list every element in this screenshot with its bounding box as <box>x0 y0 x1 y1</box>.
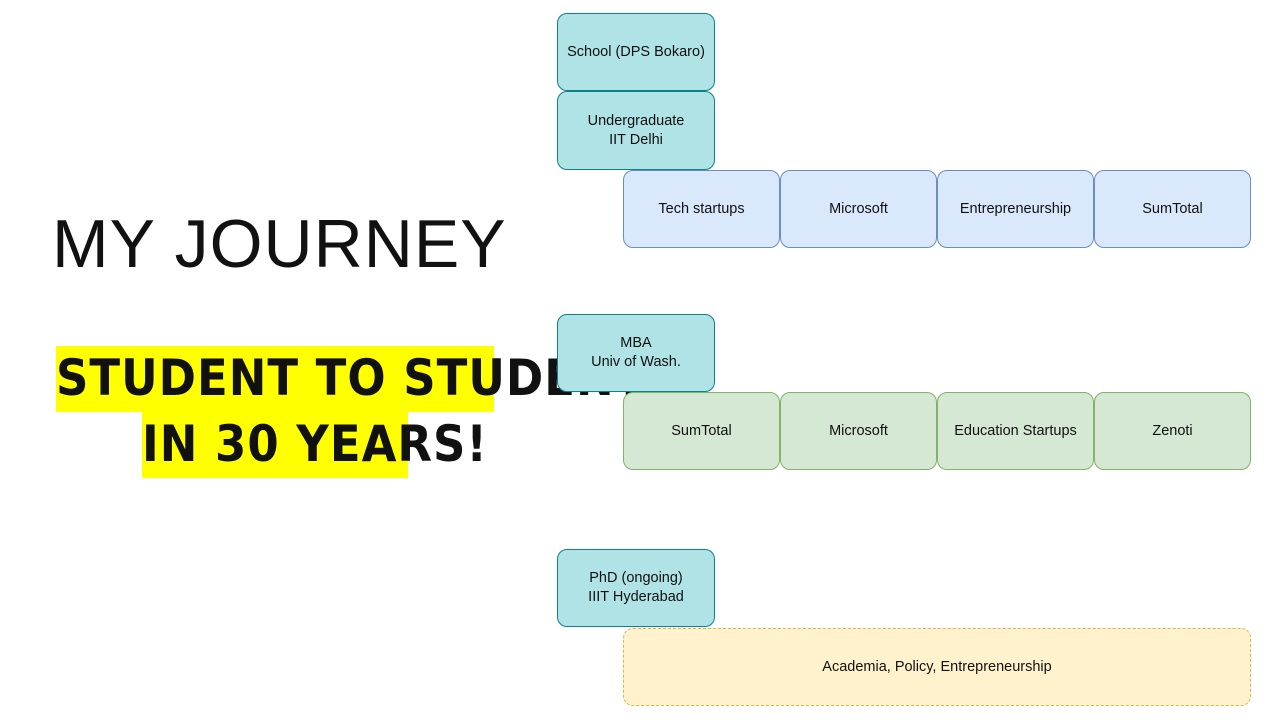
career1-item-3: Entrepreneurship <box>937 170 1094 248</box>
career2-item-4: Zenoti <box>1094 392 1251 470</box>
subtitle-line-2: IN 30 YEARS! <box>142 412 487 478</box>
phd-node: PhD (ongoing) IIIT Hyderabad <box>557 549 715 627</box>
career1-item-1: Tech startups <box>623 170 780 248</box>
career1-item-4: SumTotal <box>1094 170 1251 248</box>
career2-item-1: SumTotal <box>623 392 780 470</box>
career2-item-2: Microsoft <box>780 392 937 470</box>
subtitle-line-1: STUDENT TO STUDENT <box>56 346 645 412</box>
school-node: School (DPS Bokaro) <box>557 13 715 91</box>
page-title: MY JOURNEY <box>52 206 507 282</box>
mba-node: MBA Univ of Wash. <box>557 314 715 392</box>
career1-item-2: Microsoft <box>780 170 937 248</box>
undergrad-node: Undergraduate IIT Delhi <box>557 91 715 170</box>
career2-item-3: Education Startups <box>937 392 1094 470</box>
career3-item: Academia, Policy, Entrepreneurship <box>623 628 1251 706</box>
